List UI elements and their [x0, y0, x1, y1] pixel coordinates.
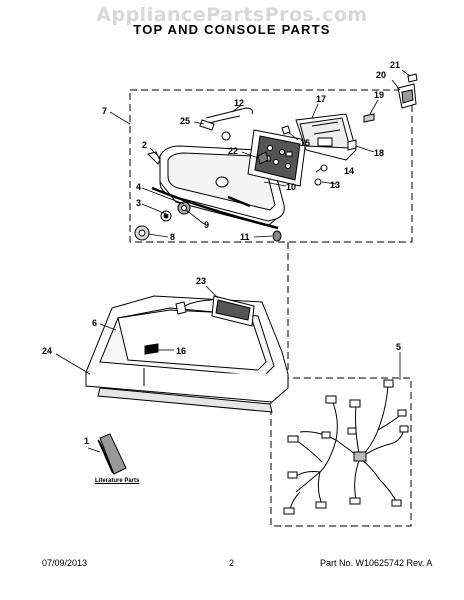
wire-harness-frame — [270, 377, 412, 527]
watermark: AppliancePartsPros.com — [96, 4, 368, 26]
assembly-frames — [129, 89, 413, 527]
callout-8: 8 — [170, 232, 175, 242]
console-cover — [295, 113, 357, 161]
cable-connector — [199, 107, 253, 141]
callout-23: 23 — [196, 276, 206, 286]
callout-25: 25 — [180, 116, 190, 126]
callout-3: 3 — [136, 198, 141, 208]
footer-part-number: Part No. W10625742 Rev. A — [320, 558, 433, 568]
screw-19 — [363, 113, 375, 123]
callout-13: 13 — [330, 180, 340, 190]
callout-21: 21 — [390, 60, 400, 70]
console-end-cap — [147, 151, 161, 165]
timer-knob-small — [272, 230, 282, 242]
page-title: TOP AND CONSOLE PARTS — [133, 22, 331, 37]
control-board — [247, 129, 307, 187]
wire-harness — [289, 385, 405, 511]
callout-2: 2 — [142, 140, 147, 150]
harness-connectors — [283, 379, 409, 515]
callout-1: 1 — [84, 436, 89, 446]
callout-5: 5 — [396, 342, 401, 352]
callout-9: 9 — [204, 220, 209, 230]
callout-19: 19 — [374, 90, 384, 100]
screw-18 — [347, 139, 357, 151]
callout-15: 15 — [300, 138, 310, 148]
callout-10: 10 — [286, 182, 296, 192]
callout-17: 17 — [316, 94, 326, 104]
callout-18: 18 — [374, 148, 384, 158]
console-assembly-frame — [129, 89, 413, 243]
literature-parts-label: Literature Parts — [95, 478, 140, 484]
callout-22: 22 — [228, 146, 238, 156]
callout-4: 4 — [136, 182, 141, 192]
callout-6: 6 — [92, 318, 97, 328]
screw-13 — [314, 178, 322, 186]
lid-switch — [175, 295, 255, 327]
clip-22 — [257, 151, 269, 165]
literature-booklet — [97, 433, 127, 475]
screw-14 — [320, 164, 328, 172]
top-lid-assembly — [85, 295, 289, 413]
callout-12: 12 — [234, 98, 244, 108]
callout-16: 16 — [176, 346, 186, 356]
footer-page-number: 2 — [229, 558, 235, 568]
screws — [257, 113, 375, 186]
callout-7: 7 — [102, 106, 107, 116]
callout-24: 24 — [42, 346, 52, 356]
console-trim-strip — [151, 186, 279, 230]
callout-11: 11 — [240, 232, 250, 242]
knob-stack — [134, 201, 282, 242]
leader-lines — [55, 69, 411, 453]
callout-14: 14 — [344, 166, 354, 176]
footer-date: 07/09/2013 — [42, 558, 88, 568]
callouts: 1 2 3 4 5 6 7 8 9 10 11 12 13 14 15 16 1… — [42, 60, 401, 446]
callout-20: 20 — [376, 70, 386, 80]
bracket — [397, 73, 418, 109]
